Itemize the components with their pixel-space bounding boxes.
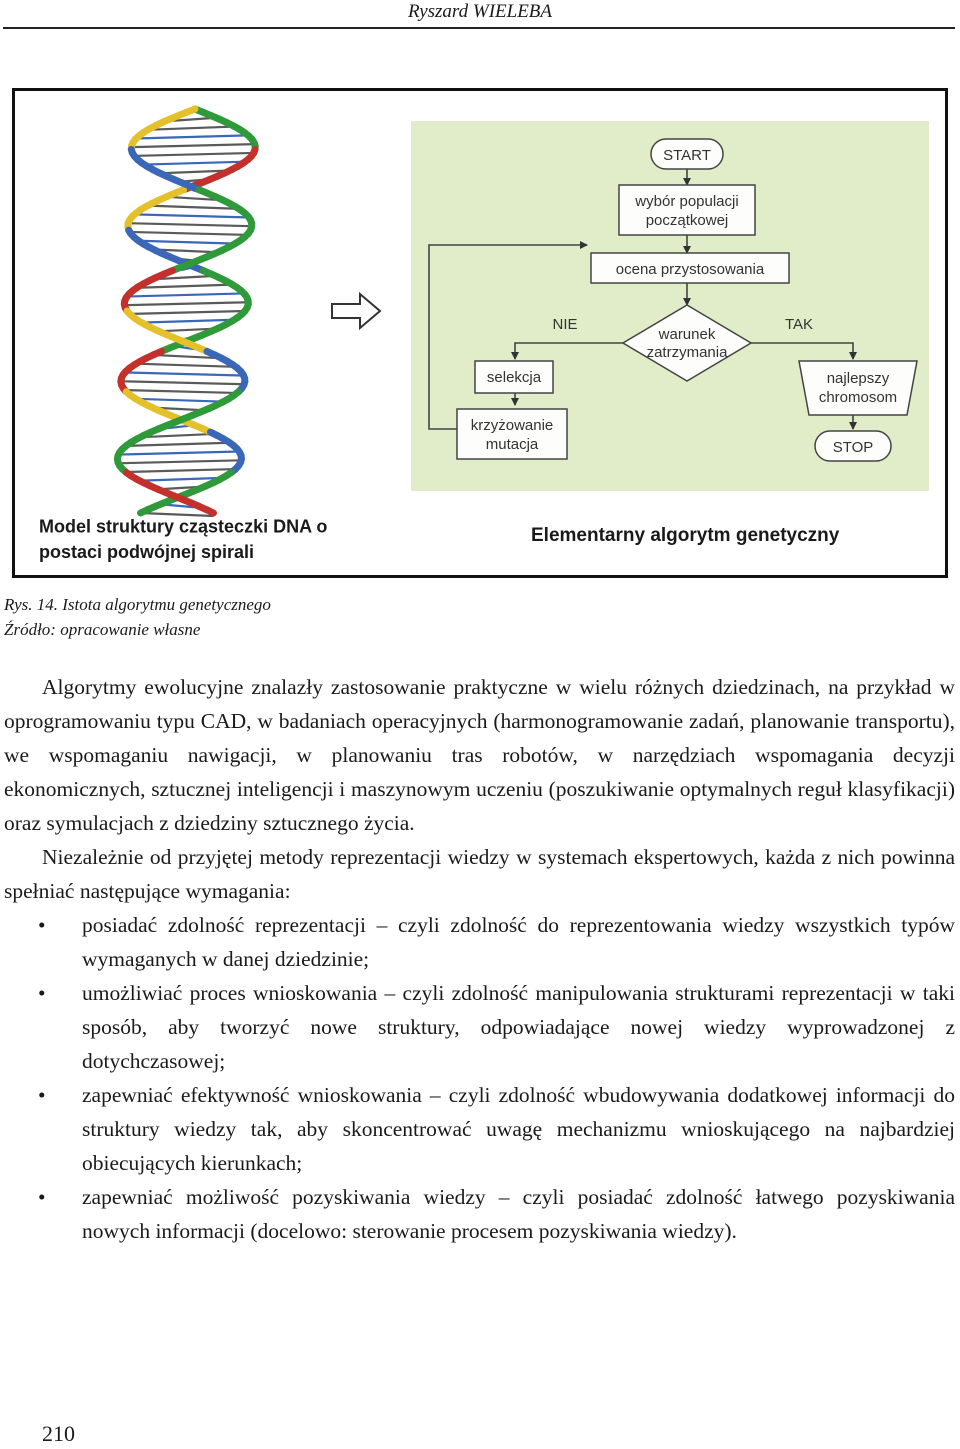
evaluate-label: ocena przystosowania <box>616 261 765 278</box>
dna-strand-segment <box>137 506 152 517</box>
dna-strands <box>113 105 259 517</box>
selection-node <box>474 360 554 394</box>
init-population-node <box>618 184 756 236</box>
dna-rung <box>132 151 254 158</box>
dna-rung <box>140 511 214 518</box>
list-item: •posiadać zdolność reprezentacji – czyli… <box>4 908 955 976</box>
body-text: Algorytmy ewolucyjne znalazły zastosowan… <box>4 670 955 1248</box>
dna-rung <box>166 195 216 201</box>
crossover-mutation-node <box>456 408 568 460</box>
list-item: •zapewniać możliwość pozyskiwania wiedzy… <box>4 1180 955 1248</box>
crossover-label-2: mutacja <box>486 436 539 453</box>
requirements-list: •posiadać zdolność reprezentacji – czyli… <box>4 908 955 1248</box>
condition-label-1: warunek <box>658 326 716 343</box>
dna-rung <box>120 380 245 386</box>
dna-rung <box>124 388 241 395</box>
dna-base-pairs <box>117 109 255 518</box>
dna-rung <box>159 274 216 280</box>
ga-caption: Elementarny algorytm genetyczny <box>531 525 840 546</box>
figure-caption: Rys. 14. Istota algorytmu genetycznego Ź… <box>4 592 904 642</box>
dna-rung <box>153 353 215 360</box>
dna-rung <box>147 204 234 210</box>
paragraph: Niezależnie od przyjętej metody reprezen… <box>4 845 955 903</box>
page-number: 210 <box>42 1421 75 1446</box>
crossover-label-1: krzyżowanie <box>471 417 554 434</box>
best-label-1: najlepszy <box>827 370 890 387</box>
dna-strand-segment <box>202 506 217 517</box>
dna-rung <box>146 432 215 439</box>
dna-rung <box>129 292 245 298</box>
dna-rung <box>124 301 249 307</box>
right-arrow-icon <box>331 291 382 331</box>
init-label-1: wybór populacji <box>634 193 738 210</box>
figure-title: Rys. 14. Istota algorytmu genetycznego <box>4 595 271 614</box>
dna-rung <box>134 476 223 482</box>
stop-label: STOP <box>833 439 874 456</box>
dna-rung <box>153 125 235 131</box>
dna-rung <box>136 318 235 324</box>
dna-rung <box>139 134 249 140</box>
dna-rung <box>136 362 232 368</box>
dna-rung <box>117 459 242 465</box>
running-header: Ryszard WIELEBA <box>407 1 553 22</box>
list-item: •zapewniać efektywność wnioskowania – cz… <box>4 1078 955 1180</box>
dna-rung <box>128 222 252 228</box>
bullet: • <box>38 1185 46 1209</box>
dna-rung <box>130 441 230 447</box>
dna-rung <box>135 397 229 403</box>
selection-label: selekcja <box>487 369 542 386</box>
dna-caption: Model struktury cząsteczki DNA o postaci… <box>39 515 328 563</box>
best-chromosome-node <box>798 360 918 416</box>
dna-rung <box>129 230 250 237</box>
figure-frame: START wybór populacji początkowej ocena … <box>12 88 948 578</box>
dna-helix-icon <box>113 105 259 518</box>
ga-flowchart: START wybór populacji początkowej ocena … <box>411 121 929 491</box>
best-label-2: chromosom <box>819 389 897 406</box>
dna-rung <box>140 160 246 166</box>
no-label: NIE <box>552 316 577 333</box>
stop-node <box>814 430 892 462</box>
yes-label: TAK <box>785 316 813 333</box>
stop-condition-node <box>621 304 753 382</box>
evaluate-node <box>590 252 790 284</box>
list-item: •umożliwiać proces wnioskowania – czyli … <box>4 976 955 1078</box>
dna-rung <box>134 213 247 219</box>
condition-label-2: zatrzymania <box>647 344 729 361</box>
start-node <box>650 138 724 170</box>
dna-rung <box>138 239 240 245</box>
dna-rung <box>127 309 245 316</box>
dna-rung <box>124 371 242 377</box>
dna-rung <box>120 450 240 456</box>
paragraph: Algorytmy ewolucyjne znalazły zastosowan… <box>4 675 955 835</box>
bullet: • <box>38 981 46 1005</box>
bullet: • <box>38 913 46 937</box>
bullet: • <box>38 1083 46 1107</box>
dna-rung <box>141 283 233 289</box>
header-rule <box>3 27 955 29</box>
figure-source: Źródło: opracowanie własne <box>4 620 201 639</box>
dna-rung <box>132 143 255 149</box>
dna-rung <box>122 467 236 474</box>
init-label-2: początkowej <box>646 212 729 229</box>
start-label: START <box>663 147 711 164</box>
